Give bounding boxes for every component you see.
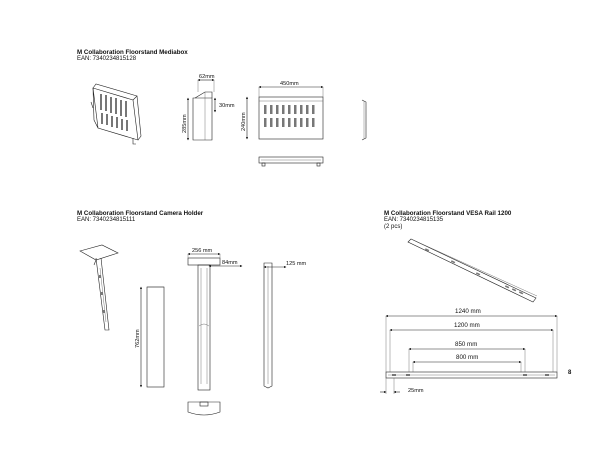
camera-holder-perspective-view — [79, 244, 119, 331]
vesa-rail-dim-1200mm: 1200 mm — [454, 322, 480, 329]
vesa-rail-title: M Collaboration Floorstand VESA Rail 120… — [384, 210, 512, 217]
mediabox-dim-30mm: 30mm — [219, 103, 235, 109]
mediabox-dim-285mm: 285mm — [182, 114, 188, 133]
mediabox-title: M Collaboration Floorstand Mediabox — [77, 49, 188, 56]
mediabox-dim-240mm: 240mm — [241, 112, 247, 131]
camera-holder-title: M Collaboration Floorstand Camera Holder — [77, 210, 204, 217]
mediabox-bottom-view — [258, 156, 324, 167]
vesa-rail-dim-850mm: 850 mm — [455, 341, 477, 348]
vesa-rail-dim-25mm: 25mm — [408, 388, 424, 394]
camera-holder-dim-125mm: 125 mm — [286, 261, 307, 267]
vesa-rail-perspective-view — [407, 238, 538, 303]
mediabox-edge-view — [361, 99, 367, 141]
page-number: 8 — [568, 370, 572, 376]
vesa-rail-ean: EAN: 7340234815135 — [384, 217, 444, 223]
vesa-rail-dim-1240mm: 1240 mm — [455, 308, 481, 315]
mediabox-ean: EAN: 7340234815128 — [77, 56, 137, 62]
vesa-rail-qty: (2 pcs) — [384, 224, 403, 230]
mediabox-front-view: 450mm 240mm — [241, 81, 324, 140]
vesa-rail-dim-800mm: 800 mm — [456, 354, 478, 361]
vesa-rail-front-view: 1240 mm 1200 mm 850 mm 800 mm 25mm — [380, 308, 558, 394]
mediabox-side-view: 62mm 30mm 285mm — [182, 74, 235, 141]
camera-holder-ean: EAN: 7340234815111 — [77, 217, 136, 223]
camera-holder-dim-762mm: 762mm — [135, 329, 141, 348]
camera-holder-edge-view: 125 mm — [263, 261, 307, 389]
camera-holder-bottom-view — [187, 401, 221, 416]
camera-holder-dim-84mm: 84mm — [222, 260, 238, 266]
mediabox-dim-62mm: 62mm — [199, 74, 215, 80]
camera-holder-dim-256mm: 256 mm — [192, 248, 213, 254]
mediabox-perspective-view — [90, 83, 142, 145]
camera-holder-side-view: 762mm — [135, 286, 165, 388]
mediabox-dim-450mm: 450mm — [280, 81, 299, 87]
camera-holder-front-view: 256 mm 84mm — [187, 248, 243, 391]
